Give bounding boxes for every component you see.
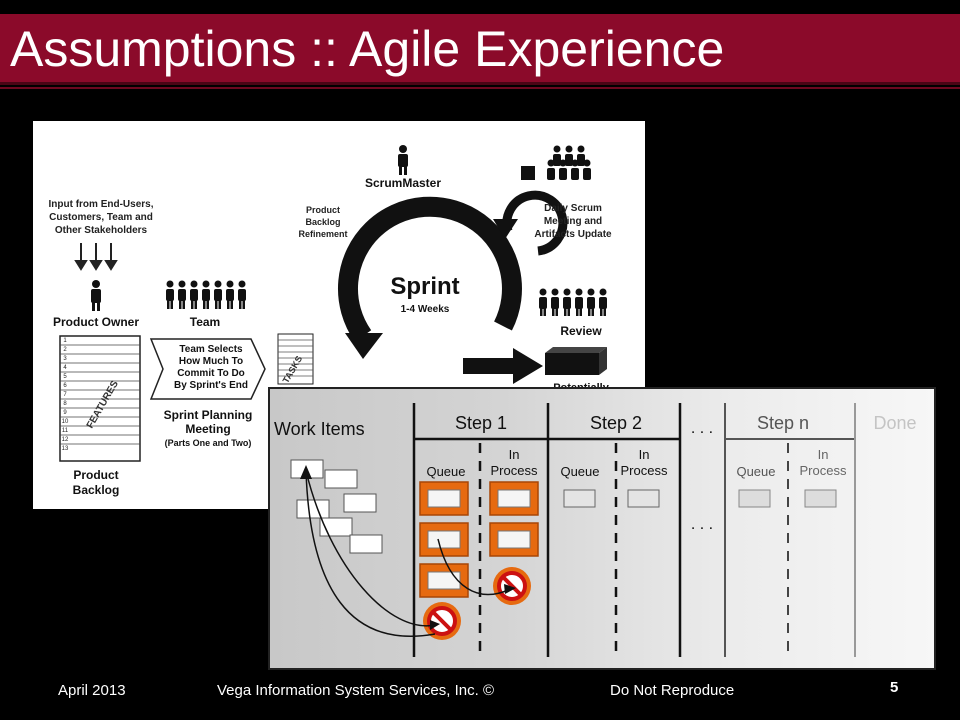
- commit-line1: Team Selects: [179, 344, 243, 355]
- svg-text:1: 1: [63, 338, 67, 344]
- slide-title: Assumptions :: Agile Experience: [10, 21, 725, 77]
- commit-line3: Commit To Do: [177, 368, 245, 379]
- backlog-label-1: Product: [73, 468, 118, 482]
- title-underline: [0, 87, 960, 89]
- daily-scrum-icon: [547, 145, 591, 180]
- svg-text:2: 2: [63, 347, 67, 353]
- planning-line2: Meeting: [185, 422, 230, 436]
- stepn-cards: [738, 489, 837, 508]
- kanban-svg: Work Items Step 1 Step 2 . . . . . . Ste…: [274, 403, 917, 657]
- svg-text:9: 9: [63, 410, 67, 416]
- step2-cards: [563, 489, 660, 508]
- footer-notice: Do Not Reproduce: [610, 682, 735, 699]
- svg-text:12: 12: [62, 437, 69, 443]
- sprint-cycle: [338, 190, 568, 384]
- step2-process-label: Process: [621, 463, 668, 478]
- review-icon: [539, 288, 607, 316]
- svg-text:10: 10: [62, 419, 69, 425]
- blocked-icon-process: [493, 567, 531, 605]
- step2-label: Step 2: [590, 413, 642, 433]
- svg-text:8: 8: [63, 401, 67, 407]
- backlog-label-2: Backlog: [73, 483, 120, 497]
- input-line3: Other Stakeholders: [55, 225, 148, 236]
- daily-line2: Meeting and: [544, 216, 602, 227]
- work-item-cards: [290, 459, 383, 554]
- review-label: Review: [560, 324, 602, 338]
- refinement-line3: Refinement: [298, 229, 347, 239]
- blocked-icon-queue: [423, 602, 461, 640]
- step1-queue-cards: [419, 481, 469, 598]
- refinement-line2: Backlog: [305, 217, 340, 227]
- kanban-diagram: Work Items Step 1 Step 2 . . . . . . Ste…: [268, 387, 936, 670]
- backlog-numbers: 1 2 3 4 5 6 7 8 9 10 11 12 13: [62, 338, 69, 452]
- footer-date: April 2013: [58, 682, 126, 699]
- done-label: Done: [873, 413, 916, 433]
- ellipsis-middle: . . .: [691, 516, 713, 533]
- stepn-queue-label: Queue: [736, 464, 775, 479]
- flow-arrows: [305, 470, 511, 637]
- team-label: Team: [190, 315, 220, 329]
- svg-text:4: 4: [63, 365, 67, 371]
- step1-queue-label: Queue: [426, 464, 465, 479]
- work-items-label: Work Items: [274, 419, 365, 439]
- input-line1: Input from End-Users,: [48, 199, 153, 210]
- team-icon: [166, 280, 246, 309]
- svg-text:7: 7: [63, 392, 67, 398]
- product-backlog-list: [59, 335, 141, 462]
- footer-company: Vega Information System Services, Inc. ©: [217, 682, 495, 699]
- commit-chevron: [149, 338, 266, 400]
- stepn-process-label: Process: [800, 463, 847, 478]
- arrow-heads: [300, 465, 516, 630]
- refinement-line1: Product: [306, 205, 340, 215]
- page-number: 5: [890, 679, 899, 696]
- step1-process-cards: [489, 481, 539, 557]
- stepn-in-label: In: [818, 447, 829, 462]
- scrum-svg: Input from End-Users, Customers, Team an…: [48, 145, 612, 497]
- product-owner-icon: [91, 280, 101, 311]
- svg-text:11: 11: [62, 428, 69, 434]
- step1-label: Step 1: [455, 413, 507, 433]
- daily-line3: Artifacts Update: [534, 229, 612, 240]
- stepn-label: Step n: [757, 413, 809, 433]
- input-arrows: [74, 243, 118, 271]
- daily-line1: Daily Scrum: [544, 203, 602, 214]
- svg-text:3: 3: [63, 356, 67, 362]
- ellipsis-top: . . .: [691, 420, 713, 437]
- tasks-list: [277, 333, 314, 385]
- sprint-length-label: 1-4 Weeks: [401, 304, 450, 315]
- step1-process-label: Process: [491, 463, 538, 478]
- svg-text:6: 6: [63, 383, 67, 389]
- artifact-icon: [521, 166, 535, 180]
- title-bar: Assumptions :: Agile Experience: [0, 14, 960, 89]
- scrummaster-icon: [398, 145, 408, 175]
- step1-in-label: In: [509, 447, 520, 462]
- commit-line2: How Much To: [179, 356, 243, 367]
- svg-text:5: 5: [63, 374, 67, 380]
- scrummaster-label: ScrumMaster: [365, 176, 441, 190]
- kanban-column-lines: [412, 403, 682, 657]
- input-line2: Customers, Team and: [49, 212, 153, 223]
- step2-in-label: In: [639, 447, 650, 462]
- increment-box-icon: [545, 347, 607, 375]
- sprint-label: Sprint: [390, 273, 459, 300]
- commit-line4: By Sprint's End: [174, 380, 248, 391]
- planning-line3: (Parts One and Two): [165, 438, 252, 448]
- step2-queue-label: Queue: [560, 464, 599, 479]
- product-owner-label: Product Owner: [53, 315, 139, 329]
- planning-line1: Sprint Planning: [164, 408, 253, 422]
- svg-text:13: 13: [62, 446, 69, 452]
- kanban-faded-lines: [724, 403, 855, 657]
